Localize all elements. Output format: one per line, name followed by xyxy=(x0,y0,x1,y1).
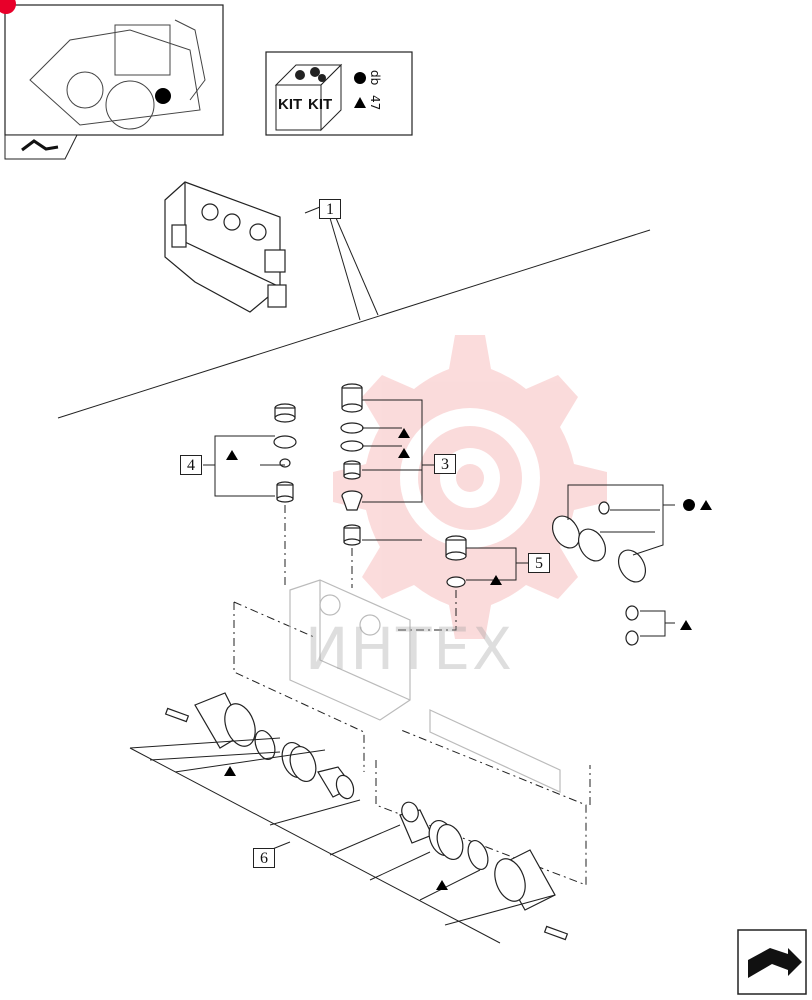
end-cap xyxy=(194,692,256,749)
kit-box xyxy=(265,51,413,136)
navigation-arrow-icon[interactable] xyxy=(737,929,807,995)
spring-seat xyxy=(317,766,355,800)
seat-part xyxy=(276,481,294,503)
o-ring xyxy=(446,576,466,588)
o-ring xyxy=(617,549,647,583)
poppet-part xyxy=(341,490,363,511)
kit-ref-2: 47 xyxy=(368,95,382,111)
callout-1: 1 xyxy=(319,199,341,219)
spring-seat xyxy=(399,801,433,844)
ball-part xyxy=(279,458,291,468)
spring-part xyxy=(281,741,317,783)
o-ring xyxy=(340,422,364,434)
o-ring xyxy=(467,839,489,871)
plug-part xyxy=(274,403,296,423)
corner-marker xyxy=(0,0,16,14)
plug-part xyxy=(343,524,361,546)
spring-part xyxy=(428,819,464,861)
filled-triangle-icon xyxy=(354,97,366,108)
kit-label-right: KIT xyxy=(308,96,333,113)
tractor-thumbnail xyxy=(4,4,224,136)
callout-4: 4 xyxy=(180,455,202,475)
plug-part xyxy=(341,383,363,413)
o-ring xyxy=(625,630,639,646)
spacer-part xyxy=(343,460,361,480)
o-ring xyxy=(598,501,610,515)
callout-6: 6 xyxy=(253,848,275,868)
back-arrow-icon[interactable] xyxy=(4,134,78,160)
o-ring xyxy=(551,515,581,549)
watermark-text: ИНТЕХ xyxy=(305,615,514,683)
filled-circle-icon xyxy=(683,499,695,511)
kit-label-left: KIT xyxy=(278,96,303,113)
screw-part xyxy=(543,925,569,941)
callout-5: 5 xyxy=(528,553,550,573)
valve-body-outline xyxy=(289,579,561,793)
o-ring xyxy=(577,528,607,562)
watermark-gear-icon xyxy=(333,335,607,639)
plug-part xyxy=(445,535,467,561)
callout-3: 3 xyxy=(434,454,456,474)
kit-ref-1: db xyxy=(368,70,382,86)
o-ring xyxy=(625,605,639,621)
filled-circle-icon xyxy=(354,72,366,84)
screw-part xyxy=(164,707,190,723)
o-ring xyxy=(273,435,297,449)
filled-triangle-icon xyxy=(224,428,712,890)
o-ring xyxy=(340,440,364,452)
valve-section-assembly xyxy=(164,181,287,313)
end-cap xyxy=(494,849,556,911)
